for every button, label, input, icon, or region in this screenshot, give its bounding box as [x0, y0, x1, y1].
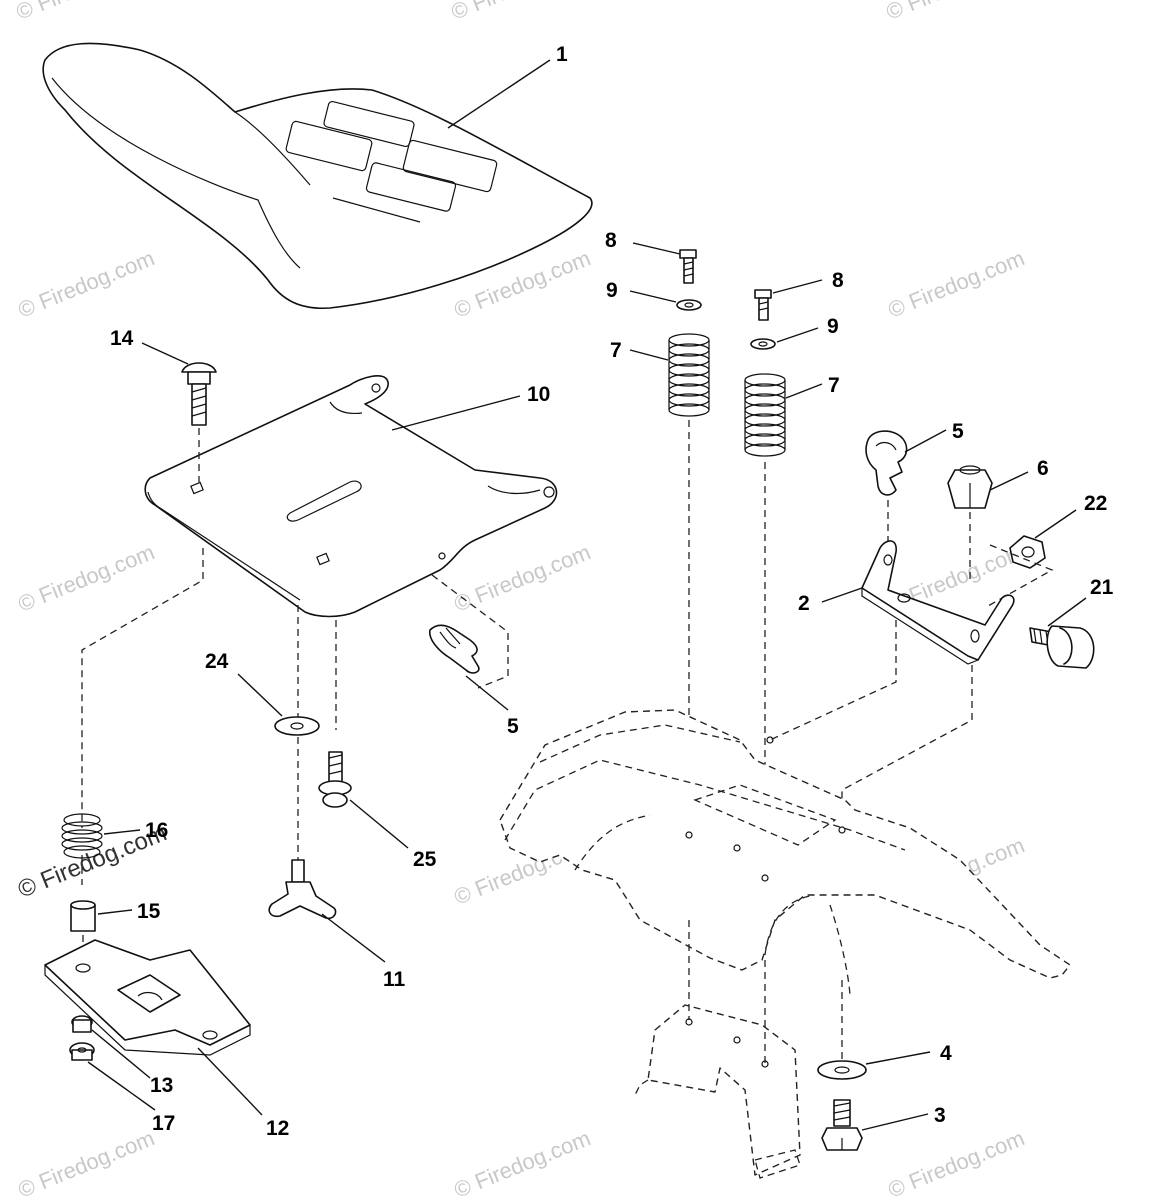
- hex-bolt-3: [821, 1099, 929, 1151]
- callout-24: 24: [205, 650, 229, 673]
- callout-15: 15: [137, 900, 161, 923]
- leader-line: [103, 829, 141, 835]
- callout-4: 4: [940, 1042, 952, 1065]
- callout-10: 10: [527, 383, 550, 406]
- flat-washer-4: [817, 1051, 931, 1080]
- callout-14: 14: [110, 327, 134, 350]
- leader-line: [391, 395, 521, 431]
- switch-bracket: [821, 540, 1015, 665]
- leader-line: [197, 1047, 263, 1116]
- callout-12: 12: [266, 1117, 289, 1140]
- leader-line: [629, 290, 677, 303]
- hex-nut-17: [69, 1042, 156, 1111]
- watermark: © Firedog.com: [451, 1125, 594, 1200]
- leader-line: [91, 1029, 151, 1079]
- watermark: © Firedog.com: [448, 0, 591, 25]
- leader-line: [465, 675, 509, 711]
- compression-spring: [61, 813, 141, 859]
- leader-line: [237, 673, 283, 717]
- callout-9-right: 9: [827, 315, 839, 338]
- spring-bolt-right: [750, 279, 823, 350]
- watermark: © Firedog.com: [15, 245, 158, 322]
- flat-washer-24: [237, 673, 320, 736]
- callout-7-left: 7: [610, 339, 622, 362]
- hex-bolt-13: [71, 1015, 151, 1079]
- callout-25: 25: [413, 848, 437, 871]
- leader-line: [632, 242, 681, 255]
- watermark: © Firedog.com: [15, 1125, 158, 1200]
- callout-17: 17: [152, 1112, 175, 1135]
- callout-5-right: 5: [952, 420, 964, 443]
- callout-13: 13: [150, 1074, 173, 1097]
- callout-2: 2: [798, 592, 810, 615]
- watermark: © Firedog.com: [15, 539, 158, 616]
- callout-1: 1: [556, 43, 568, 66]
- callout-8-left: 8: [605, 229, 617, 252]
- leader-line: [989, 471, 1029, 491]
- leader-line: [87, 1061, 156, 1111]
- leader-line: [97, 909, 133, 915]
- callout-11: 11: [383, 968, 406, 991]
- watermark: © Firedog.com: [883, 0, 1026, 25]
- leader-line: [776, 327, 819, 343]
- callout-6: 6: [1037, 457, 1049, 480]
- seat-switch-right: [865, 429, 947, 560]
- callout-labels: 1 2 3 4 5 5 6 7 7 8 8 9 9 10 11 12 13 14…: [110, 43, 1114, 1140]
- lock-nut-22: [987, 509, 1077, 607]
- callout-8-right: 8: [832, 269, 844, 292]
- spring-bolt-left: [629, 242, 702, 311]
- spring-right: [744, 373, 823, 878]
- watermark: © Firedog.com: [885, 1125, 1028, 1200]
- watermark: © Firedog.com: [885, 245, 1028, 322]
- leader-line: [1034, 509, 1077, 539]
- hex-nut-6: [947, 465, 1029, 580]
- callout-9-left: 9: [606, 279, 618, 302]
- leader-line: [141, 342, 189, 365]
- leader-line: [861, 1113, 929, 1131]
- leader-line: [447, 59, 551, 129]
- leader-line: [904, 429, 947, 453]
- mounting-plate: [44, 939, 263, 1116]
- seat: [42, 42, 593, 310]
- leader-line: [821, 587, 863, 603]
- callout-7-right: 7: [828, 374, 840, 397]
- spacer: [70, 900, 133, 970]
- tractor-frame: [499, 709, 1071, 1179]
- callout-22: 22: [1084, 492, 1107, 515]
- callout-5-left: 5: [507, 715, 519, 738]
- leader-line: [785, 383, 823, 399]
- watermark: © Firedog.com: [13, 0, 156, 25]
- callout-3: 3: [934, 1104, 946, 1127]
- leader-line: [321, 913, 386, 963]
- assembly-lines-left: [81, 548, 509, 885]
- leader-line: [1047, 597, 1087, 627]
- callout-21: 21: [1090, 576, 1114, 599]
- leader-line: [629, 349, 669, 361]
- leader-line: [349, 799, 409, 849]
- seat-pan: [144, 375, 558, 618]
- seat-switch: [429, 624, 509, 711]
- hex-bolt-21: [1029, 597, 1095, 669]
- leader-line: [772, 279, 823, 294]
- seat-knob: [268, 859, 386, 963]
- spring-left: [629, 333, 710, 835]
- leader-line: [865, 1051, 931, 1065]
- carriage-bolt: [141, 342, 217, 482]
- shoulder-bolt: [318, 751, 409, 849]
- callout-16: 16: [145, 819, 168, 842]
